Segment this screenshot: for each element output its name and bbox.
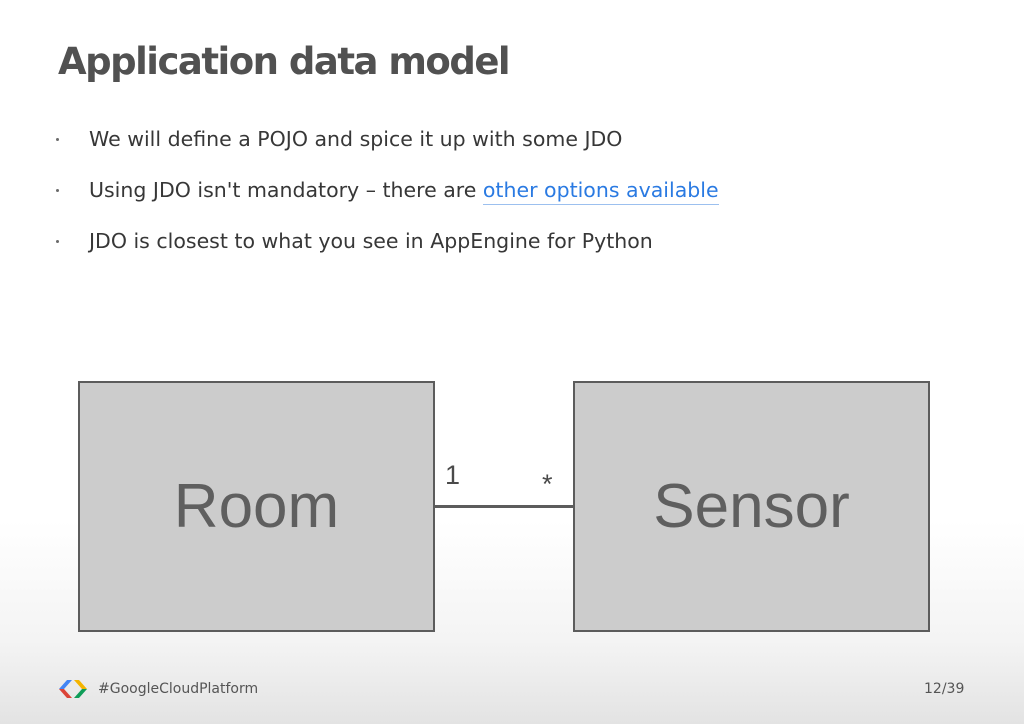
room-entity-box: Room [78, 381, 435, 632]
google-cloud-chevrons-icon [59, 680, 87, 698]
left-multiplicity-label: 1 [445, 460, 461, 490]
bullet-text: JDO is closest to what you see in AppEng… [89, 229, 653, 253]
bullet-dot-icon [56, 240, 59, 243]
relationship-line [433, 505, 573, 508]
right-multiplicity-label: * [542, 469, 553, 499]
bullet-dot-icon [56, 189, 59, 192]
bullet-text: We will define a POJO and spice it up wi… [89, 127, 623, 151]
bullet-text: Using JDO isn't mandatory – there are [89, 178, 483, 202]
sensor-entity-box: Sensor [573, 381, 930, 632]
page-number: 12/39 [924, 681, 965, 697]
bullet-item: Using JDO isn't mandatory – there are ot… [54, 175, 719, 226]
other-options-link[interactable]: other options available [482, 178, 719, 205]
bullet-dot-icon [56, 138, 59, 141]
room-entity-label: Room [173, 472, 340, 541]
page-title: Application data model [58, 40, 511, 83]
bullet-item: JDO is closest to what you see in AppEng… [54, 226, 719, 277]
bullet-list: We will define a POJO and spice it up wi… [54, 124, 719, 277]
sensor-entity-label: Sensor [653, 472, 850, 541]
bullet-item: We will define a POJO and spice it up wi… [54, 124, 719, 175]
footer-hashtag: #GoogleCloudPlatform [98, 681, 259, 697]
